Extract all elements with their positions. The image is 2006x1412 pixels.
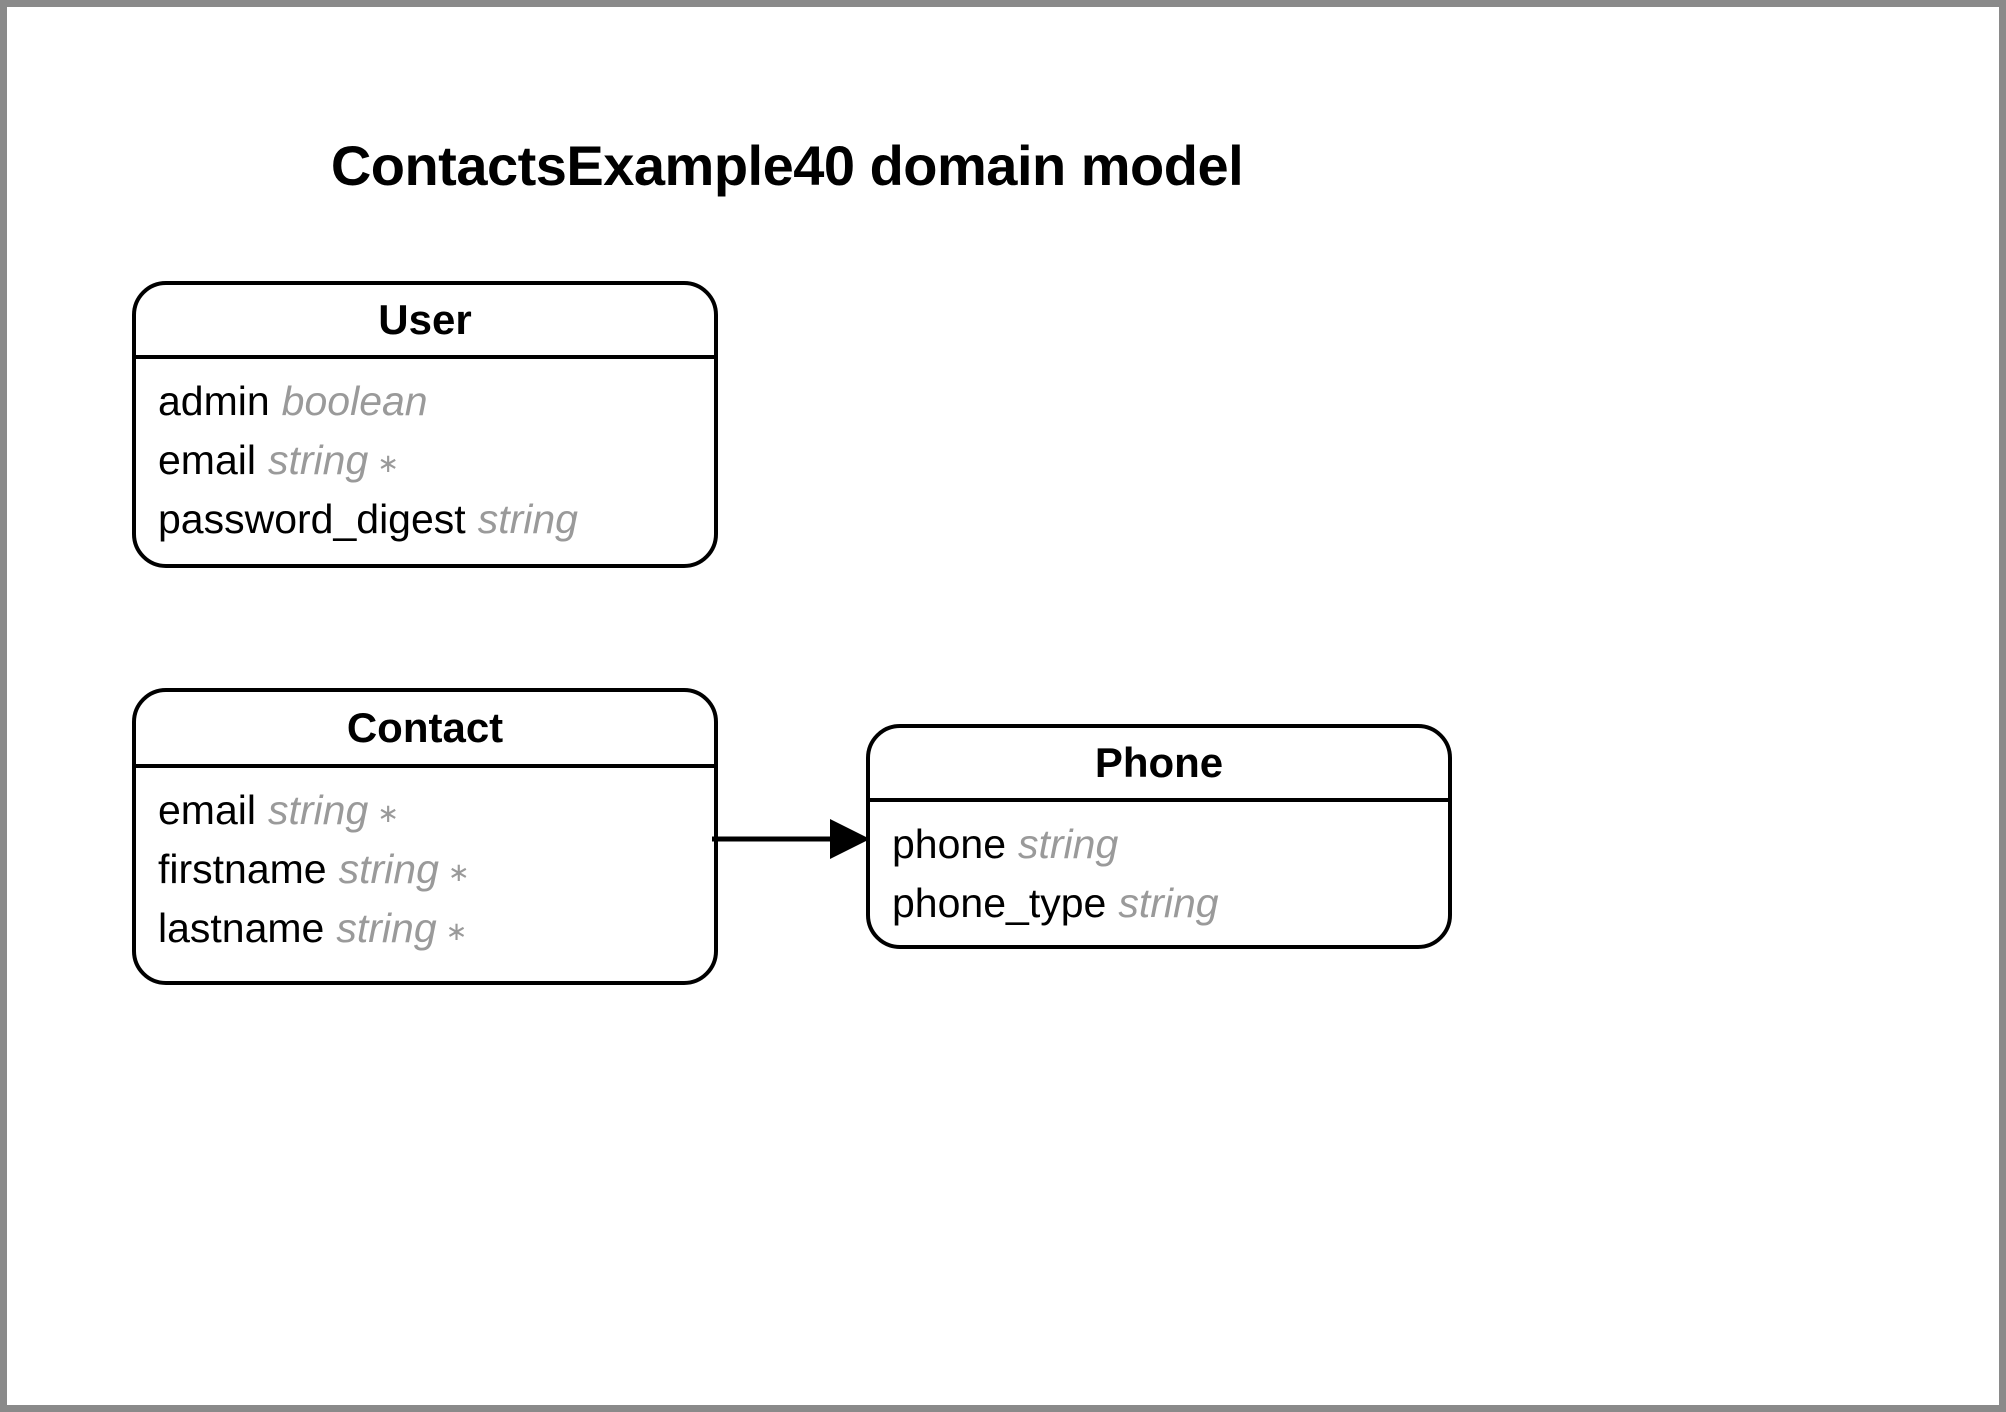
attribute-type: string: [1118, 880, 1219, 926]
attribute-required-marker: [428, 389, 437, 419]
attribute-name: email: [158, 437, 256, 483]
attribute-name: phone_type: [892, 880, 1107, 926]
attribute-required-marker: ∗: [377, 798, 400, 828]
attribute-required-marker: ∗: [447, 857, 470, 887]
attribute-name: password_digest: [158, 496, 466, 542]
attribute-type: string: [267, 437, 369, 483]
attribute-name: email: [158, 787, 256, 833]
attribute-type: boolean: [281, 378, 428, 424]
attribute-type: string: [338, 846, 439, 892]
attribute-required-marker: ∗: [377, 448, 400, 478]
entity-name-contact: Contact: [136, 692, 714, 768]
page-title: ContactsExample40 domain model: [330, 134, 1244, 197]
attribute-name: admin: [158, 378, 270, 424]
attribute-type: string: [1018, 821, 1119, 867]
entity-name-user: User: [136, 285, 714, 359]
association-arrow-contact-to-phone: [712, 819, 870, 859]
attribute-required-marker: [578, 507, 587, 537]
attribute-name: phone: [892, 821, 1007, 867]
attribute-required-marker: [1219, 891, 1228, 921]
attribute-type: string: [267, 787, 369, 833]
entity-name-phone: Phone: [870, 728, 1448, 802]
attribute-type: string: [336, 905, 437, 951]
attribute-required-marker: ∗: [445, 916, 468, 946]
attribute-type: string: [477, 496, 578, 542]
attribute-name: lastname: [158, 905, 325, 951]
attribute-required-marker: [1118, 832, 1127, 862]
attribute-name: firstname: [158, 846, 327, 892]
